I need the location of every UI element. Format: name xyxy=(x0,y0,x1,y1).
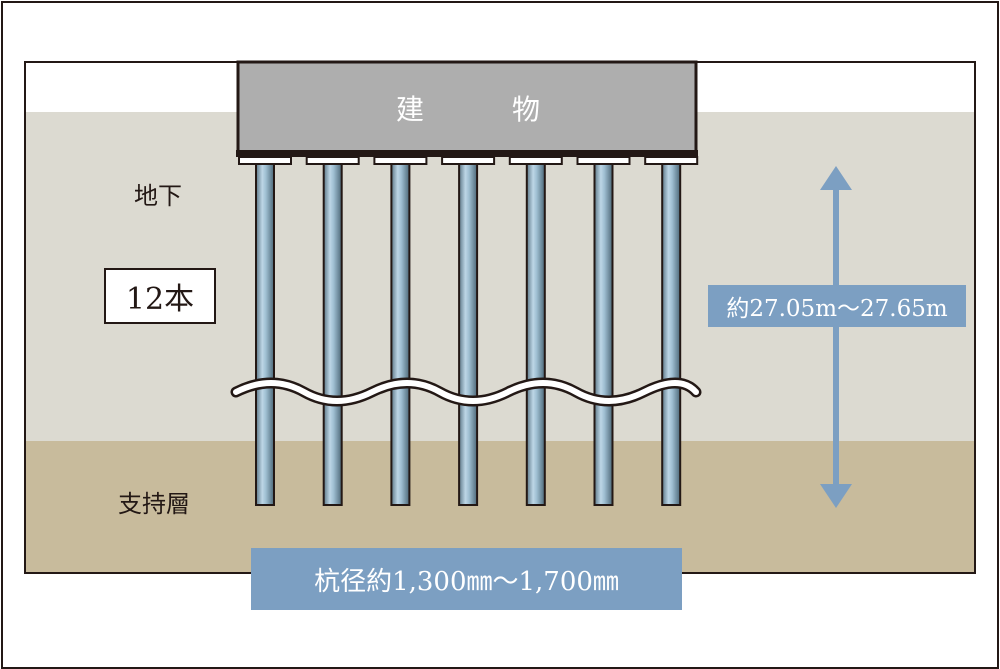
pile xyxy=(322,163,343,506)
depth-arrow-up-icon xyxy=(820,166,852,190)
underground-label: 地下 xyxy=(134,182,182,210)
pile xyxy=(593,163,614,506)
pile-cap xyxy=(238,156,292,165)
pile-cap xyxy=(441,156,496,165)
pile-count-box: 12本 xyxy=(104,268,216,324)
depth-arrow-down-icon xyxy=(820,484,852,508)
break-line-inner xyxy=(233,380,699,404)
pile-caps xyxy=(238,156,699,165)
pile xyxy=(255,163,275,506)
piles xyxy=(255,163,682,506)
building-label: 建 物 xyxy=(395,93,570,126)
depth-label: 約27.05m〜27.65m xyxy=(708,285,966,327)
pile-diameter-label: 杭径約1,300㎜〜1,700㎜ xyxy=(251,548,682,610)
pile xyxy=(390,163,411,506)
pile-cap xyxy=(508,156,563,165)
pile xyxy=(458,163,479,506)
building-base xyxy=(236,150,698,157)
pile xyxy=(525,163,546,506)
pile-cap xyxy=(644,156,699,165)
pile-cap xyxy=(305,156,360,165)
pile-cap xyxy=(576,156,631,165)
building xyxy=(236,60,698,156)
pile xyxy=(661,163,682,506)
bearing-layer-label: 支持層 xyxy=(118,490,190,518)
pile-cap xyxy=(373,156,428,165)
